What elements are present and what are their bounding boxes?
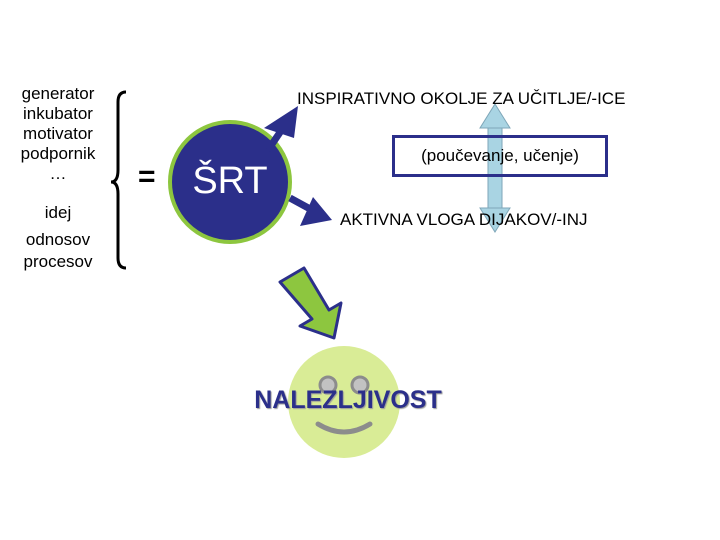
list-item-odnosov: odnosov — [25, 230, 91, 249]
list-item-idej: idej — [44, 203, 72, 222]
srt-circle — [168, 120, 292, 244]
list-item-ellipsis: … — [49, 164, 67, 183]
teaching-learning-label: (poučevanje, učenje) — [421, 146, 579, 165]
teaching-learning-box: (poučevanje, učenje) — [392, 135, 608, 177]
list-item-inkubator: inkubator — [23, 104, 93, 123]
list-item-generator: generator — [21, 84, 95, 103]
arrow-up-right-icon — [264, 106, 298, 152]
arrow-down-right-green-icon — [278, 266, 343, 340]
left-brace — [110, 90, 127, 270]
double-arrow-vertical-icon — [479, 103, 511, 233]
list-item-podpornik: podpornik — [20, 144, 96, 163]
srt-label: ŠRT — [192, 160, 268, 202]
smiley-label: NALEZLJIVOST — [254, 386, 442, 414]
arrow-down-right-icon — [288, 194, 332, 226]
equals-sign: = — [138, 160, 156, 193]
list-item-procesov: procesov — [23, 252, 93, 271]
list-item-motivator: motivator — [23, 124, 93, 143]
top-label: INSPIRATIVNO OKOLJE ZA UČITLJE/-ICE — [297, 89, 626, 108]
bottom-label: AKTIVNA VLOGA DIJAKOV/-INJ — [340, 210, 588, 229]
smiley-face-icon — [288, 346, 400, 458]
